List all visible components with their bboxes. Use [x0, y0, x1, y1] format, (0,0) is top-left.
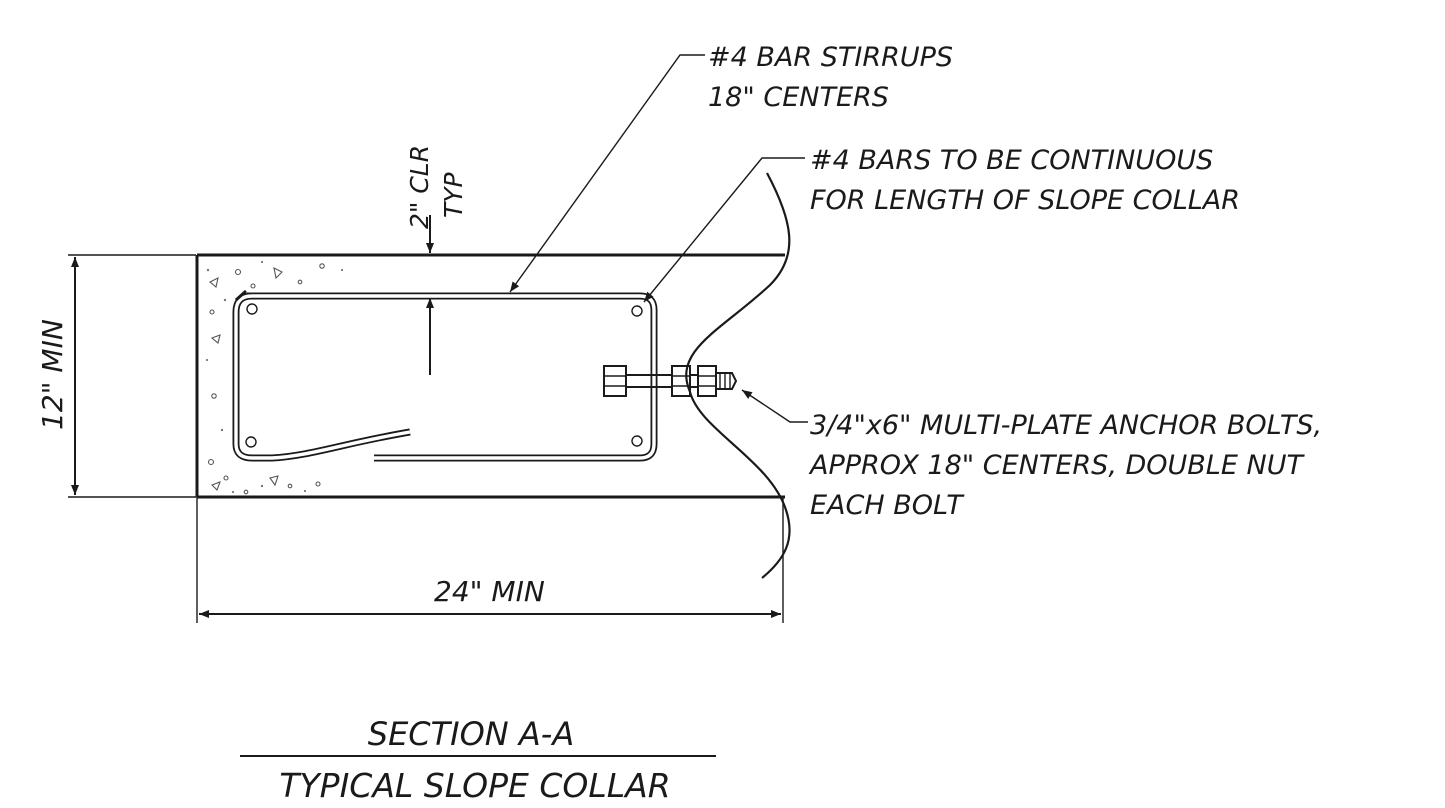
title-line1: SECTION A-A	[368, 715, 574, 753]
stirrups-label-line1: #4 BAR STIRRUPS	[708, 42, 953, 73]
bolts-label-line2: APPROX 18" CENTERS, DOUBLE NUT	[808, 450, 1305, 481]
drawing-title: SECTION A-A TYPICAL SLOPE COLLAR	[240, 715, 716, 805]
leader-lines	[509, 54, 808, 423]
height-dimension	[68, 254, 196, 498]
concrete-collar	[195, 253, 785, 499]
stirrups-label-line2: 18" CENTERS	[708, 82, 889, 113]
longitudinal-bars	[245, 303, 643, 448]
width-dimension	[196, 497, 784, 623]
concrete-aggregate	[205, 260, 344, 495]
stirrup	[232, 289, 658, 462]
clear-label-line2: TYP	[439, 171, 468, 218]
height-dimension-label: 12" MIN	[36, 319, 69, 430]
clear-label-line1: 2" CLR	[405, 145, 434, 229]
anchor-bolt	[603, 365, 738, 397]
title-line2: TYPICAL SLOPE COLLAR	[279, 766, 670, 805]
bars-label-line2: FOR LENGTH OF SLOPE COLLAR	[810, 185, 1240, 216]
width-dimension-label: 24" MIN	[434, 575, 545, 608]
bars-label-line1: #4 BARS TO BE CONTINUOUS	[810, 145, 1213, 176]
bolts-label-line1: 3/4"x6" MULTI-PLATE ANCHOR BOLTS,	[810, 410, 1322, 441]
bolts-label-line3: EACH BOLT	[810, 490, 965, 521]
